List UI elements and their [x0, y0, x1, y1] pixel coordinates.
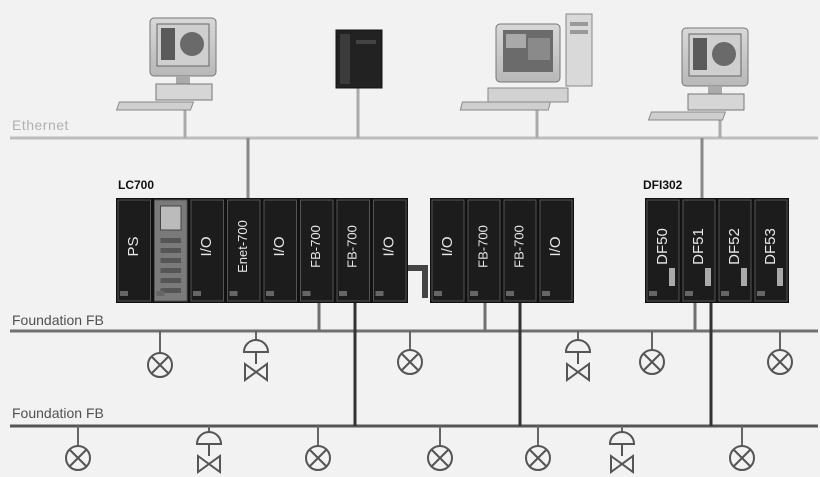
- transmitter-icon: [639, 331, 665, 375]
- module-label: I/O: [439, 236, 456, 256]
- control-valve-icon: [564, 331, 592, 382]
- module-label: I/O: [547, 236, 564, 256]
- rack-module: I/O: [373, 199, 407, 302]
- transmitter-icon: [397, 331, 423, 375]
- desktop-pc-icon: [459, 13, 593, 111]
- rack-module: I/O: [263, 199, 297, 302]
- module-label: Enet-700: [235, 220, 250, 273]
- lc700-rack-1: PS I/O Enet-700 I/O FB-700 FB-700 I/O: [116, 198, 408, 303]
- module-label: I/O: [198, 236, 215, 256]
- rack-module: FB-700: [467, 199, 501, 302]
- control-valve-icon: [608, 426, 636, 474]
- transmitter-icon: [305, 426, 331, 471]
- rack-module: I/O: [539, 199, 573, 302]
- rack-module: PS: [117, 199, 151, 302]
- transmitter-icon: [525, 426, 551, 471]
- workstation-icon: [115, 17, 217, 111]
- module-label: PS: [125, 236, 142, 256]
- workstation-icon: [647, 27, 749, 121]
- fieldbus-lower: Foundation FB: [10, 405, 818, 428]
- rack-module: FB-700: [503, 199, 537, 302]
- lc700-rack-2: I/O FB-700 FB-700 I/O: [430, 198, 574, 303]
- module-label: FB-700: [511, 225, 526, 268]
- module-label: FB-700: [345, 225, 360, 268]
- rack-module: DF52: [718, 199, 752, 302]
- ethernet-bus: Ethernet: [10, 117, 818, 140]
- rack-module: Enet-700: [227, 199, 261, 302]
- module-label: I/O: [381, 236, 398, 256]
- field-devices: [65, 331, 793, 474]
- transmitter-icon: [767, 331, 793, 375]
- module-label: DF53: [762, 228, 779, 265]
- transmitter-icon: [65, 426, 91, 471]
- dfi302-label: DFI302: [643, 178, 683, 192]
- module-label: DF52: [726, 228, 743, 265]
- rack-connector-cable: [408, 265, 428, 298]
- module-label: FB-700: [308, 225, 323, 268]
- rack-module: [154, 199, 188, 302]
- dfi302-rack: DF50 DF51 DF52 DF53: [645, 198, 789, 303]
- rack-module: FB-700: [300, 199, 334, 302]
- module-label: FB-700: [475, 225, 490, 268]
- lc700-label: LC700: [118, 178, 154, 192]
- rack-module: I/O: [190, 199, 224, 302]
- rack-module: I/O: [431, 199, 465, 302]
- control-valve-icon: [195, 426, 223, 474]
- transmitter-icon: [147, 331, 173, 378]
- rack-module: DF51: [682, 199, 716, 302]
- fieldbus-lower-label: Foundation FB: [12, 405, 104, 421]
- server-tower-icon: [335, 29, 383, 89]
- control-valve-icon: [242, 331, 270, 382]
- rack-module: FB-700: [336, 199, 370, 302]
- module-label: I/O: [271, 236, 288, 256]
- ethernet-label: Ethernet: [12, 117, 69, 133]
- fieldbus-upper: Foundation FB: [10, 312, 818, 333]
- module-label: DF51: [690, 228, 707, 265]
- rack-module: DF50: [646, 199, 680, 302]
- module-label: DF50: [654, 228, 671, 265]
- transmitter-icon: [729, 426, 755, 471]
- transmitter-icon: [427, 426, 453, 471]
- fieldbus-upper-label: Foundation FB: [12, 312, 104, 328]
- rack-module: DF53: [754, 199, 788, 302]
